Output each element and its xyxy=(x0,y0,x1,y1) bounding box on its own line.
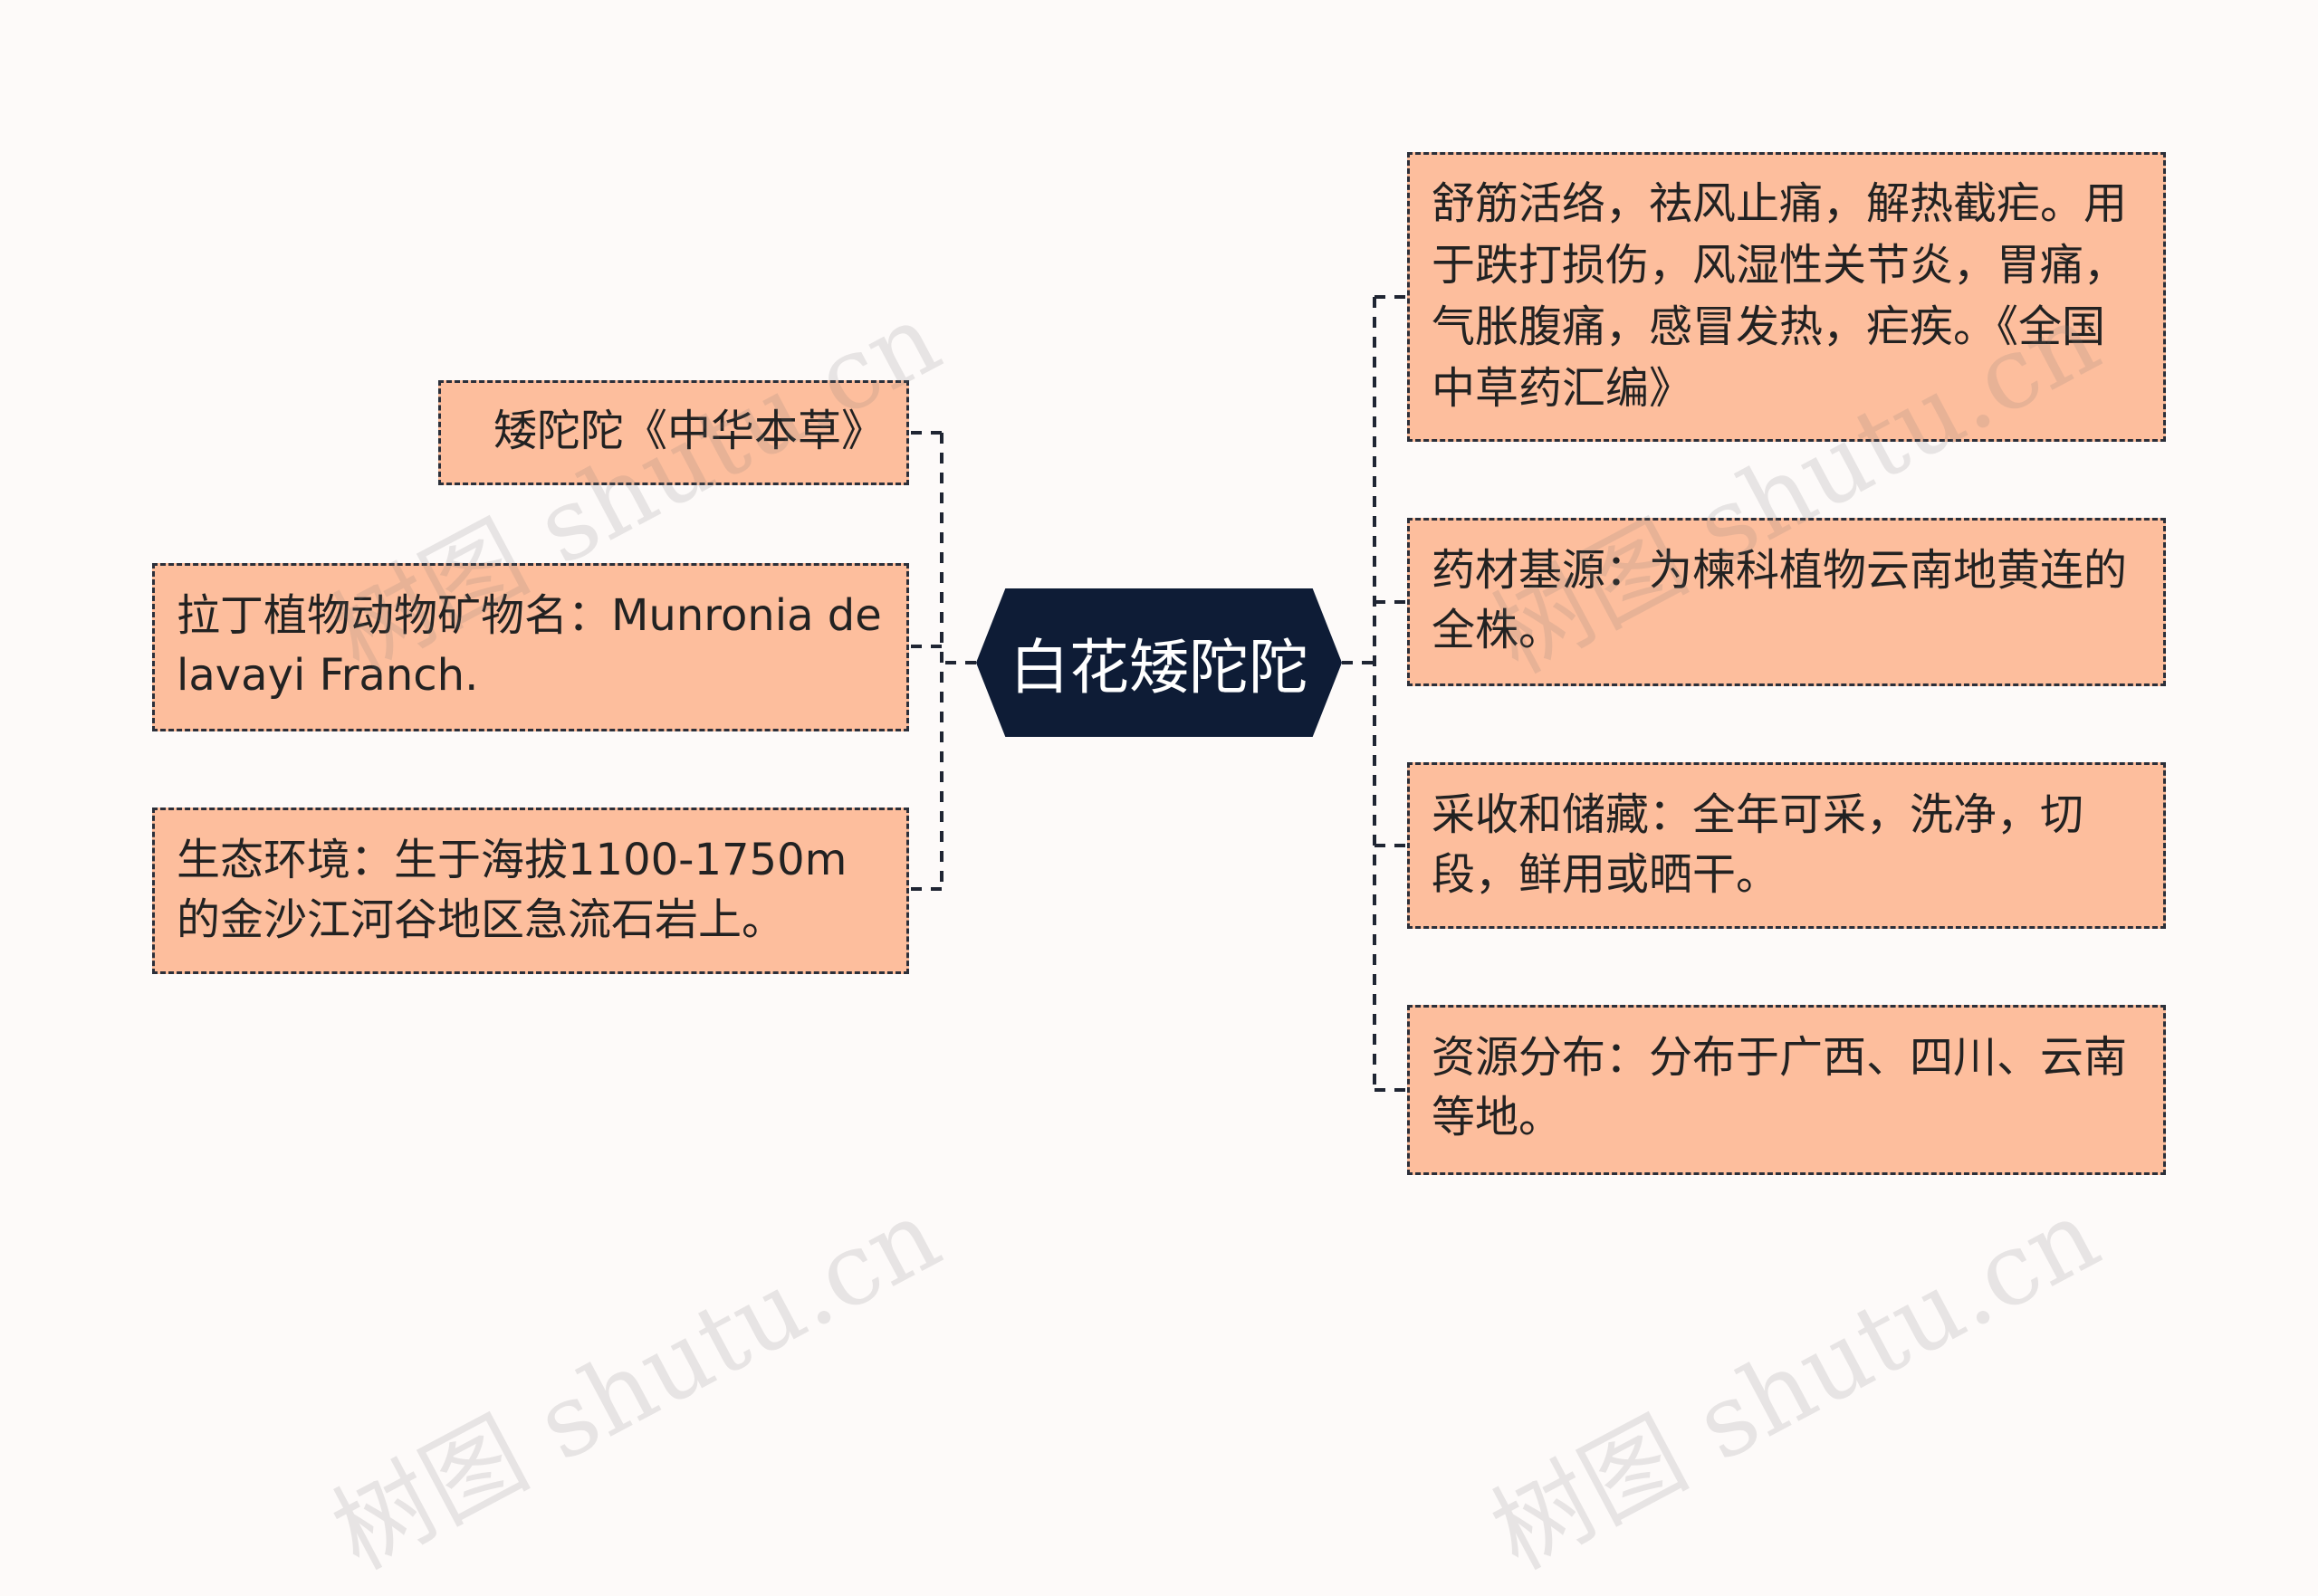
connector-lines xyxy=(909,295,1407,1092)
right-node-effects[interactable]: 舒筋活络，祛风止痛，解热截疟。用于跌打损伤，风湿性关节炎，胃痛，气胀腹痛，感冒发… xyxy=(1407,152,2166,442)
node-text: 资源分布：分布于广西、四川、云南等地。 xyxy=(1432,1032,2128,1142)
left-node-latin-name[interactable]: 拉丁植物动物矿物名：Munronia delavayi Franch. xyxy=(152,563,909,731)
root-node[interactable]: 白花矮陀陀 xyxy=(976,588,1342,737)
root-node-label: 白花矮陀陀 xyxy=(1010,633,1308,702)
right-connector-spine xyxy=(1342,297,1376,1090)
right-node-harvest[interactable]: 采收和储藏：全年可采，洗净，切段，鲜用或晒干。 xyxy=(1407,762,2166,929)
left-connector-spine xyxy=(940,433,976,889)
node-text: 拉丁植物动物矿物名：Munronia delavayi Franch. xyxy=(177,590,882,701)
left-node-source[interactable]: 矮陀陀《中华本草》 xyxy=(438,380,909,485)
node-text: 药材基源：为楝科植物云南地黄连的全株。 xyxy=(1432,545,2128,655)
right-node-distribution[interactable]: 资源分布：分布于广西、四川、云南等地。 xyxy=(1407,1005,2166,1175)
node-text: 采收和储藏：全年可采，洗净，切段，鲜用或晒干。 xyxy=(1432,789,2084,900)
node-text: 矮陀陀《中华本草》 xyxy=(493,406,885,456)
node-text: 舒筋活络，祛风止痛，解热截疟。用于跌打损伤，风湿性关节炎，胃痛，气胀腹痛，感冒发… xyxy=(1432,178,2128,414)
left-node-habitat[interactable]: 生态环境：生于海拔1100-1750m的金沙江河谷地区急流石岩上。 xyxy=(152,808,909,974)
right-node-origin[interactable]: 药材基源：为楝科植物云南地黄连的全株。 xyxy=(1407,518,2166,686)
node-text: 生态环境：生于海拔1100-1750m的金沙江河谷地区急流石岩上。 xyxy=(177,835,848,945)
